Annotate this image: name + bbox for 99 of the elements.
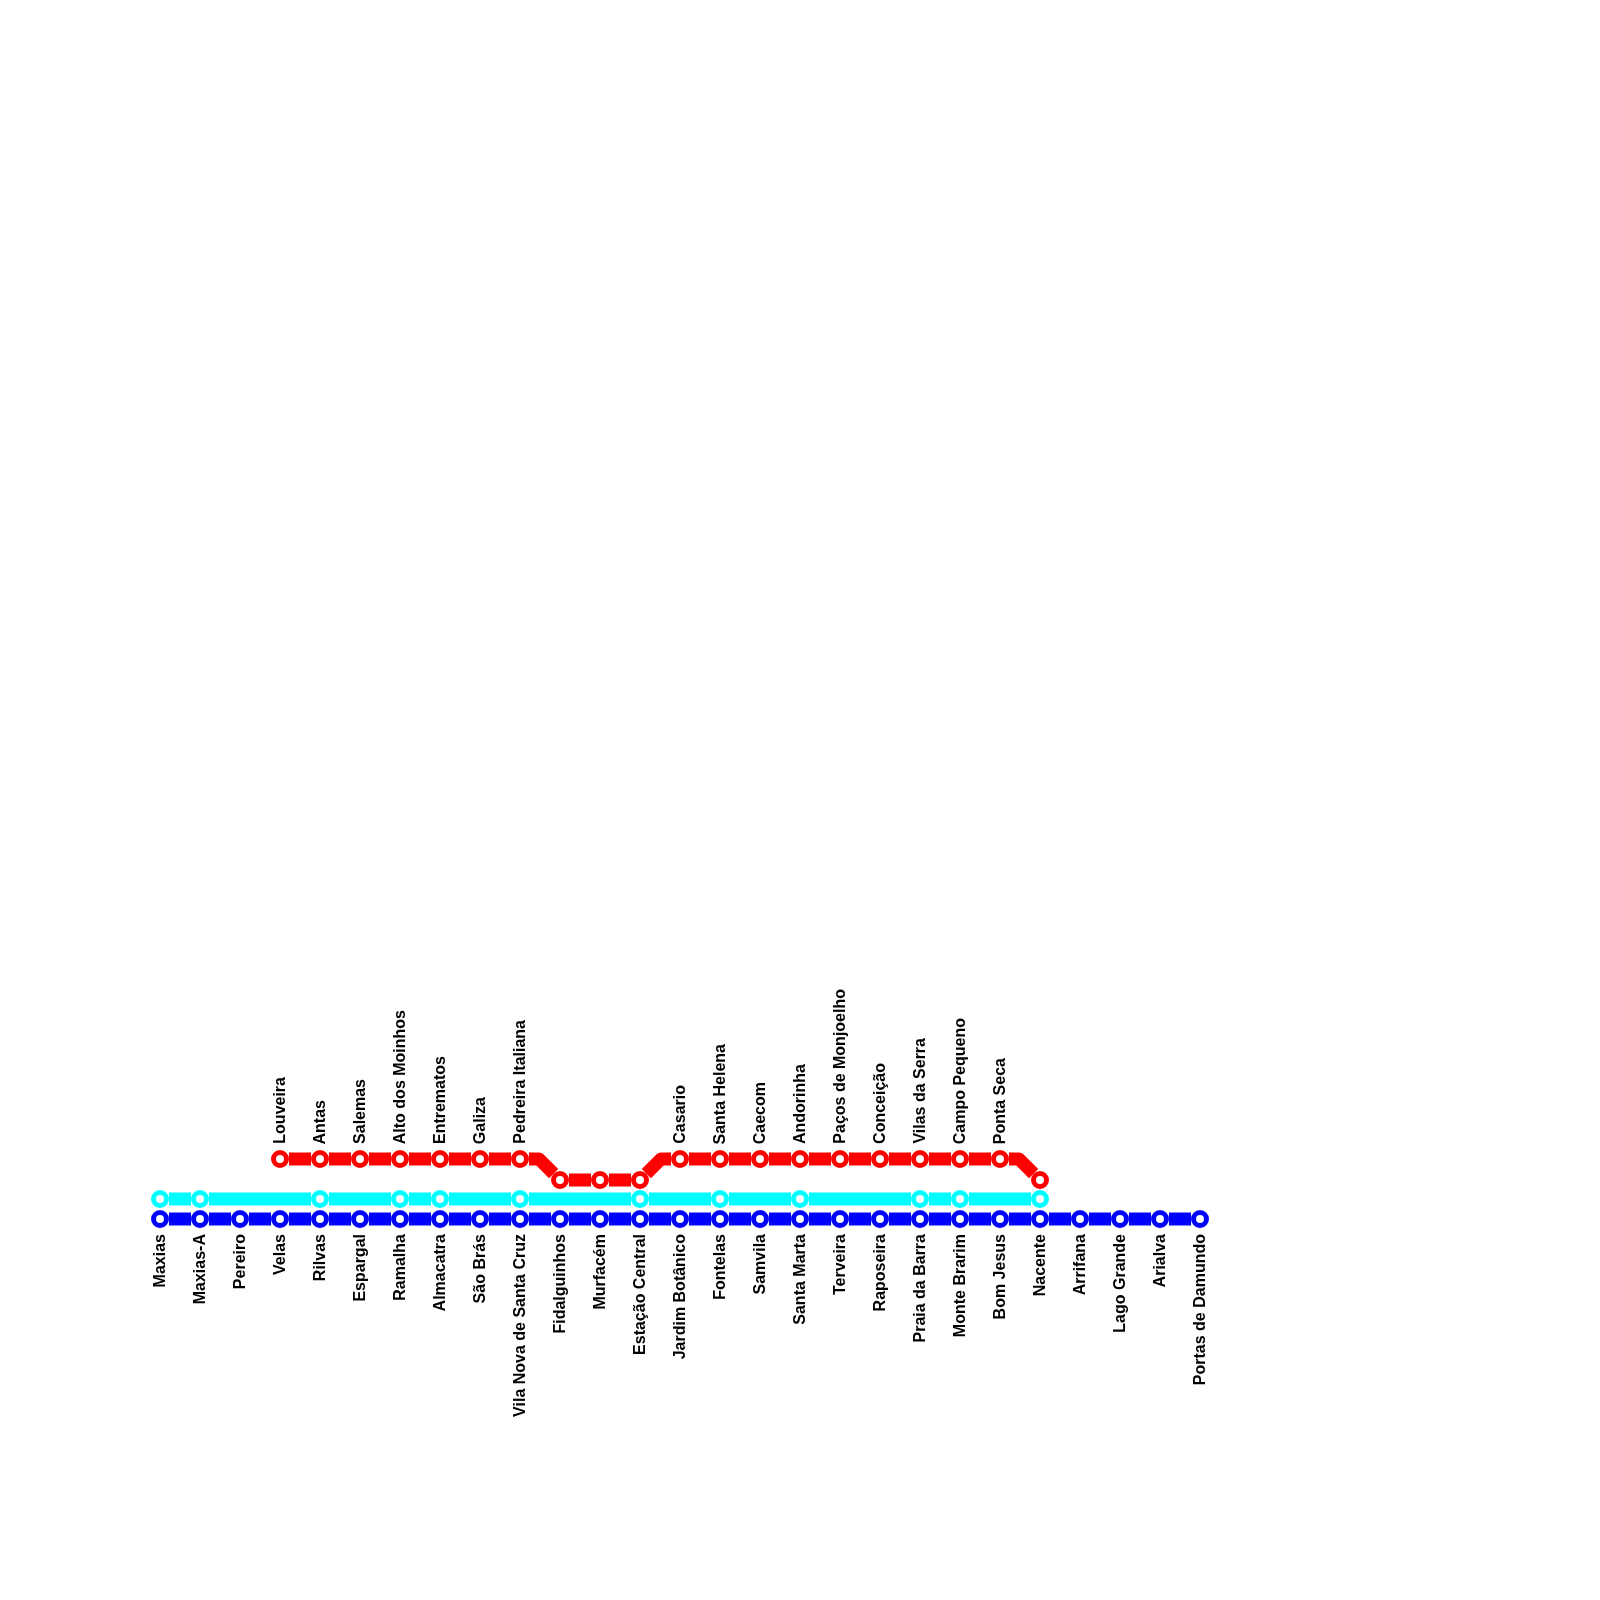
rail-line <box>329 1212 351 1226</box>
rail-line <box>249 1212 271 1226</box>
rail-line <box>289 1212 311 1226</box>
rail-line <box>969 1152 991 1166</box>
station-name: Rilvas <box>311 1234 329 1282</box>
station-name: Santa Helena <box>711 1043 729 1144</box>
station-name: Antas <box>311 1099 329 1144</box>
rail-line <box>1009 1212 1031 1226</box>
station-name: Velas <box>271 1234 289 1275</box>
rail-line <box>689 1152 711 1166</box>
rail-line <box>969 1192 1031 1206</box>
rail-line <box>289 1152 311 1166</box>
rail-line <box>489 1212 511 1226</box>
station-name: Jardim Botânico <box>671 1234 689 1360</box>
rail-line <box>529 1212 551 1226</box>
rail-line <box>649 1192 711 1206</box>
rail-line <box>1169 1212 1191 1226</box>
station-name: Galiza <box>471 1096 489 1144</box>
station-name: Vilas da Serra <box>911 1038 929 1144</box>
rail-line <box>889 1212 911 1226</box>
station-name: Murfacém <box>591 1234 609 1310</box>
rail-line <box>689 1212 711 1226</box>
rail-line <box>529 1192 631 1206</box>
rail-line <box>369 1212 391 1226</box>
rail-line <box>609 1173 631 1187</box>
station-name: Salemas <box>351 1079 369 1144</box>
rail-line <box>809 1152 831 1166</box>
rail-line <box>729 1212 751 1226</box>
rail-line <box>569 1212 591 1226</box>
rail-line <box>769 1152 791 1166</box>
rail-line <box>329 1152 351 1166</box>
rail-line <box>1089 1212 1111 1226</box>
station-name: Vila Nova de Santa Cruz <box>511 1234 529 1417</box>
rail-line <box>609 1212 631 1226</box>
rail-line <box>1009 1152 1039 1179</box>
rail-line <box>729 1192 791 1206</box>
station-name: Arrifana <box>1071 1234 1089 1296</box>
station-name: Santa Marta <box>791 1234 809 1325</box>
station-name: Praia da Barra <box>911 1234 929 1343</box>
station-name: Fontelas <box>711 1234 729 1300</box>
rail-line <box>929 1212 951 1226</box>
rail-line <box>209 1212 231 1226</box>
station-name: Monte Brarim <box>951 1234 969 1338</box>
station-name: Samvila <box>751 1234 769 1295</box>
station-name: Campo Pequeno <box>951 1017 969 1144</box>
station-name: Fidalguinhos <box>551 1234 569 1334</box>
rail-line <box>489 1152 511 1166</box>
station-name: Pedreira Italiana <box>511 1020 529 1144</box>
rail-line <box>169 1212 191 1226</box>
rail-line <box>929 1192 951 1206</box>
rail-line <box>769 1212 791 1226</box>
rail-line <box>729 1152 751 1166</box>
station-name: Maxias <box>151 1234 169 1288</box>
rail-line <box>1049 1212 1071 1226</box>
station-name: Terveira <box>831 1234 849 1296</box>
station-name: Caecom <box>751 1081 769 1144</box>
station-name: Alto dos Moinhos <box>391 1009 409 1144</box>
rail-line <box>889 1152 911 1166</box>
rail-line <box>641 1152 671 1179</box>
rail-line <box>969 1212 991 1226</box>
rail-line <box>369 1152 391 1166</box>
station-name: Arialva <box>1151 1234 1169 1288</box>
station-name: Lago Grande <box>1111 1234 1129 1333</box>
rail-line <box>849 1152 871 1166</box>
rail-line <box>809 1192 911 1206</box>
rail-line <box>169 1192 191 1206</box>
station-name: Paços de Monjoelho <box>831 989 849 1144</box>
rail-line <box>449 1192 511 1206</box>
rail-line <box>809 1212 831 1226</box>
station-name: Espargal <box>351 1234 369 1302</box>
station-name: Conceição <box>871 1063 889 1144</box>
station-name: Entrematos <box>431 1055 449 1144</box>
rail-line <box>409 1212 431 1226</box>
rail-line <box>529 1152 559 1179</box>
station-name: Louveira <box>271 1077 289 1144</box>
rail-line <box>449 1212 471 1226</box>
rail-line <box>569 1173 591 1187</box>
station-name: Estação Central <box>631 1234 649 1355</box>
station-name: Portas de Damundo <box>1191 1234 1209 1386</box>
station-name: Nacente <box>1031 1234 1049 1297</box>
station-name: São Brás <box>471 1234 489 1304</box>
station-name: Pereiro <box>231 1234 249 1290</box>
rail-line <box>409 1192 431 1206</box>
station-name: Maxias-A <box>191 1234 209 1305</box>
rail-line <box>849 1212 871 1226</box>
station-name: Ramalha <box>391 1234 409 1301</box>
station-name: Andorinha <box>791 1064 809 1144</box>
rail-line <box>409 1152 431 1166</box>
station-name: Almacatra <box>431 1234 449 1312</box>
rail-line <box>209 1192 311 1206</box>
station-name: Ponta Seca <box>991 1057 1009 1144</box>
station-name: Casario <box>671 1085 689 1144</box>
rail-line <box>1129 1212 1151 1226</box>
rail-line <box>649 1212 671 1226</box>
rail-line <box>329 1192 391 1206</box>
station-name: Bom Jesus <box>991 1234 1009 1320</box>
rail-line <box>449 1152 471 1166</box>
station-name: Raposeira <box>871 1234 889 1312</box>
rail-line <box>929 1152 951 1166</box>
